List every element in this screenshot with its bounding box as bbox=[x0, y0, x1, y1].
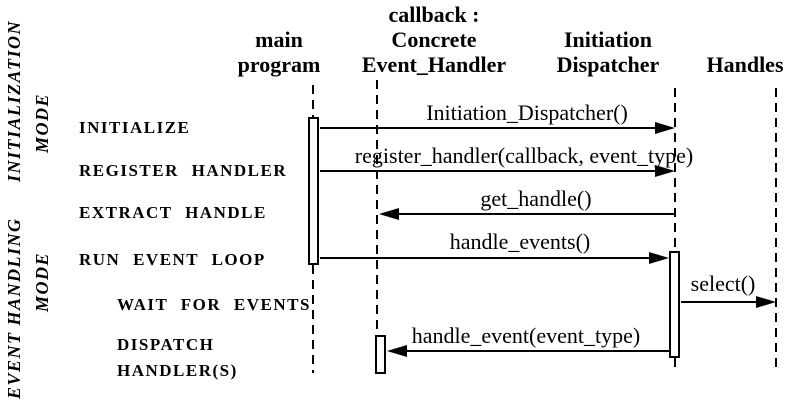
actor-name-line: Handles bbox=[706, 52, 784, 77]
actor-name-line: Initiation bbox=[563, 27, 653, 52]
message-arrow-handle-events bbox=[320, 257, 652, 259]
arrowhead-left-icon bbox=[387, 345, 407, 357]
arrowhead-right-icon bbox=[655, 122, 675, 134]
phase-label-event-handling: EVENT HANDLING bbox=[4, 217, 24, 399]
arrowhead-right-icon bbox=[655, 165, 675, 177]
activation-bar-main-program bbox=[308, 117, 319, 265]
activation-bar-concrete-event-handler bbox=[375, 335, 386, 374]
activation-bar-initiation-dispatcher bbox=[669, 251, 680, 358]
phase-label-initialization: INITIALIZATION bbox=[4, 19, 24, 182]
arrowhead-right-icon bbox=[649, 252, 669, 264]
message-arrow-register-handler bbox=[320, 170, 658, 172]
actor-header-handles: Handles bbox=[706, 52, 783, 77]
step-label-register-handler: REGISTER HANDLER bbox=[79, 161, 288, 180]
message-label-get-handle: get_handle() bbox=[480, 186, 592, 211]
actor-name-line: Event_Handler bbox=[361, 52, 507, 77]
step-label-extract-handle: EXTRACT HANDLE bbox=[79, 203, 267, 222]
actor-header-concrete-event-handler: callback : Concrete Event_Handler bbox=[362, 2, 506, 77]
arrowhead-right-icon bbox=[756, 296, 776, 308]
message-label-register-handler: register_handler(callback, event_type) bbox=[354, 143, 694, 168]
step-label-dispatch-line2: HANDLER(S) bbox=[117, 361, 238, 380]
lifeline-concrete-event-handler bbox=[376, 80, 378, 373]
actor-header-main-program: main program bbox=[238, 27, 321, 77]
step-label-dispatch-handlers: DISPATCH HANDLER(S) bbox=[117, 332, 238, 384]
message-arrow-initiation-dispatcher bbox=[320, 127, 658, 129]
actor-name-line: program bbox=[237, 52, 321, 77]
phase-sublabel-event-handling-mode: MODE bbox=[32, 251, 52, 312]
actor-name-line: Dispatcher bbox=[556, 52, 660, 77]
message-arrow-select bbox=[681, 301, 759, 303]
message-label-handle-events: handle_events() bbox=[449, 229, 591, 254]
step-label-initialize: INITIALIZE bbox=[79, 118, 191, 137]
lifeline-initiation-dispatcher bbox=[674, 88, 676, 372]
message-arrow-handle-event bbox=[404, 350, 669, 352]
lifeline-handles bbox=[775, 88, 777, 373]
actor-header-initiation-dispatcher: Initiation Dispatcher bbox=[557, 27, 660, 77]
step-label-run-event-loop: RUN EVENT LOOP bbox=[79, 250, 266, 269]
message-label-initiation-dispatcher: Initiation_Dispatcher() bbox=[426, 100, 628, 125]
message-label-select: select() bbox=[690, 271, 756, 296]
actor-name-line: callback : bbox=[388, 2, 480, 27]
message-label-handle-event: handle_event(event_type) bbox=[411, 323, 641, 348]
step-label-dispatch-line1: DISPATCH bbox=[117, 335, 215, 354]
arrowhead-left-icon bbox=[379, 208, 399, 220]
message-arrow-get-handle bbox=[396, 213, 675, 215]
phase-sublabel-initialization-mode: MODE bbox=[32, 92, 52, 153]
actor-name-line: main bbox=[255, 27, 303, 52]
step-label-wait-for-events: WAIT FOR EVENTS bbox=[117, 295, 311, 314]
actor-name-line: Concrete bbox=[391, 27, 477, 52]
